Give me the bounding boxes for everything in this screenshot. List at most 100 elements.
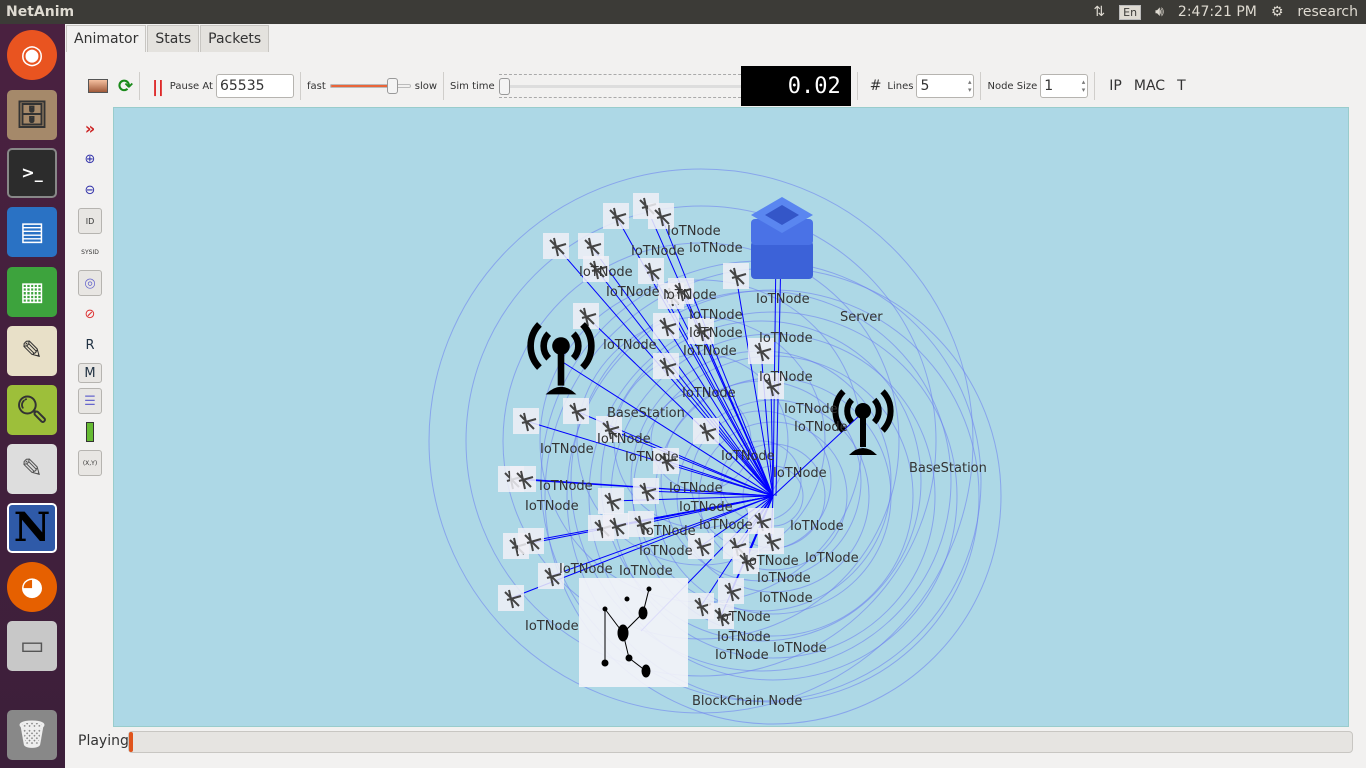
- m-button[interactable]: M: [78, 363, 102, 383]
- iot-node[interactable]: [648, 203, 674, 229]
- cursor-xy-button[interactable]: (X,Y): [78, 450, 102, 476]
- iot-node-label: IoTNode: [790, 519, 844, 534]
- iot-node[interactable]: [748, 338, 774, 364]
- trash-icon[interactable]: 🗑︎: [7, 710, 57, 760]
- files-icon[interactable]: 🗄︎: [7, 90, 57, 140]
- writer-icon[interactable]: ▤: [7, 207, 57, 257]
- document-viewer-icon[interactable]: ✎: [7, 444, 57, 494]
- iot-node[interactable]: [518, 528, 544, 554]
- iot-node[interactable]: [653, 313, 679, 339]
- image-viewer-icon[interactable]: 🔍︎: [7, 385, 57, 435]
- link-line: [735, 275, 774, 497]
- text-editor-icon[interactable]: ✎: [7, 326, 57, 376]
- antenna-tower-icon[interactable]: [527, 322, 595, 395]
- iot-node[interactable]: [668, 278, 694, 304]
- show-sysid-button[interactable]: SYSID: [78, 239, 102, 265]
- tab-packets[interactable]: Packets: [200, 25, 270, 52]
- iot-node[interactable]: [543, 233, 569, 259]
- antenna-tower-icon[interactable]: [832, 389, 894, 455]
- iot-node[interactable]: [653, 448, 679, 474]
- iot-node[interactable]: [708, 603, 734, 629]
- iot-node[interactable]: [733, 548, 759, 574]
- iot-node[interactable]: [513, 408, 539, 434]
- battery-icon[interactable]: [78, 419, 102, 445]
- gear-icon[interactable]: ⚙: [1270, 4, 1284, 20]
- iot-node[interactable]: [628, 511, 654, 537]
- reload-icon[interactable]: ⟳: [118, 75, 134, 97]
- fast-forward-icon[interactable]: »: [84, 118, 96, 138]
- pause-at-input[interactable]: 65535: [215, 74, 294, 98]
- keyboard-layout[interactable]: En: [1119, 4, 1142, 20]
- grid-icon[interactable]: #: [869, 78, 882, 94]
- iot-node[interactable]: [598, 488, 624, 514]
- volume-icon[interactable]: 🔊︎: [1155, 4, 1164, 20]
- sensor-icon: [659, 357, 677, 377]
- zoom-in-icon[interactable]: ⊕: [84, 151, 96, 167]
- blockchain-node[interactable]: [579, 578, 688, 687]
- iot-node[interactable]: [538, 563, 564, 589]
- user-name[interactable]: research: [1297, 4, 1358, 20]
- speed-slider[interactable]: [328, 78, 413, 94]
- server-node[interactable]: [751, 197, 813, 279]
- iot-node[interactable]: [563, 398, 589, 424]
- iot-node[interactable]: [688, 533, 714, 559]
- calc-icon[interactable]: ▦: [7, 267, 57, 317]
- clock[interactable]: 2:47:21 PM: [1177, 4, 1257, 20]
- show-node-id-button[interactable]: ID: [78, 208, 102, 234]
- network-icon[interactable]: ⇅: [1093, 4, 1106, 20]
- node-size-select[interactable]: 1▴▾: [1040, 74, 1089, 98]
- speed-slider-handle[interactable]: [386, 78, 398, 94]
- animator-toolbar: ⟳ || Pause At 65535 fast slow Sim time 0…: [76, 66, 1346, 106]
- iot-node[interactable]: [633, 478, 659, 504]
- sensor-icon: [764, 377, 782, 397]
- wireless-circles-icon[interactable]: ◎: [78, 270, 102, 296]
- iot-node[interactable]: [693, 418, 719, 444]
- ubuntu-icon[interactable]: ◉: [7, 30, 57, 80]
- terminal-icon[interactable]: >_: [7, 148, 57, 198]
- sim-time-handle[interactable]: [498, 78, 510, 95]
- iot-node-label: IoTNode: [773, 466, 827, 481]
- firefox-icon[interactable]: ◕: [7, 562, 57, 612]
- r-button[interactable]: R: [85, 337, 95, 353]
- iot-node[interactable]: [603, 203, 629, 229]
- iot-node[interactable]: [723, 263, 749, 289]
- iot-node[interactable]: [498, 585, 524, 611]
- iot-node[interactable]: [603, 513, 629, 539]
- iot-node-label: IoTNode: [606, 285, 660, 300]
- iot-node[interactable]: [510, 466, 536, 492]
- iot-node-label: IoTNode: [579, 265, 633, 280]
- zoom-out-icon[interactable]: ⊖: [84, 182, 96, 198]
- no-entry-icon[interactable]: ⊘: [84, 306, 96, 322]
- spin-arrows-icon[interactable]: ▴▾: [967, 78, 972, 94]
- pause-button[interactable]: ||: [152, 76, 164, 96]
- iot-node[interactable]: [718, 578, 744, 604]
- t-button[interactable]: T: [1177, 78, 1186, 94]
- mac-button[interactable]: MAC: [1133, 78, 1166, 94]
- ip-button[interactable]: IP: [1109, 78, 1122, 94]
- tab-animator[interactable]: Animator: [66, 25, 147, 52]
- iot-node[interactable]: [638, 258, 664, 284]
- sim-time-slider[interactable]: [498, 74, 741, 98]
- iot-node[interactable]: [573, 303, 599, 329]
- lines-spinbox[interactable]: 5▴▾: [916, 74, 975, 98]
- spin-arrows-icon[interactable]: ▴▾: [1081, 78, 1086, 94]
- iot-node[interactable]: [653, 353, 679, 379]
- iot-node-label: IoTNode: [717, 630, 771, 645]
- tab-stats[interactable]: Stats: [147, 25, 200, 52]
- link-line: [665, 460, 774, 497]
- iot-node[interactable]: [596, 416, 622, 442]
- link-line: [700, 330, 774, 497]
- sensor-icon: [504, 589, 522, 609]
- open-file-icon[interactable]: [88, 79, 108, 93]
- node-size-label: Node Size: [987, 80, 1038, 92]
- animation-canvas[interactable]: Server BaseStation BaseStation BlockChai…: [113, 107, 1349, 727]
- packet-list-icon[interactable]: ☰: [78, 388, 102, 414]
- iot-node[interactable]: [688, 318, 714, 344]
- sensor-icon: [694, 537, 712, 557]
- iot-node[interactable]: [758, 528, 784, 554]
- netanim-icon[interactable]: N: [7, 503, 57, 553]
- iot-node[interactable]: [583, 256, 609, 282]
- disk-icon[interactable]: ▭: [7, 621, 57, 671]
- iot-node[interactable]: [578, 233, 604, 259]
- iot-node[interactable]: [758, 373, 784, 399]
